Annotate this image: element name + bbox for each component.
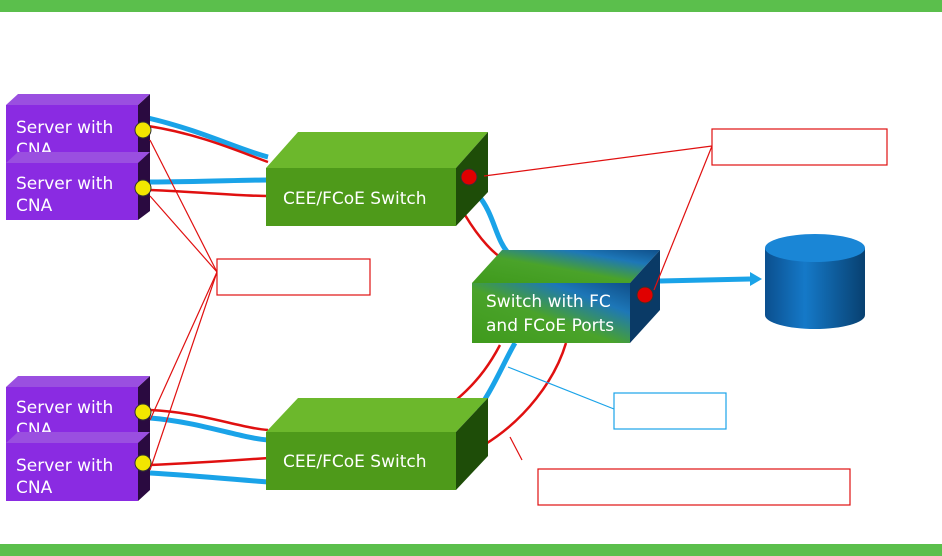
- switch-label: CEE/FCoE Switch: [283, 452, 426, 472]
- switch-label-line1: Switch with FC: [486, 292, 611, 312]
- cna-port: [134, 454, 152, 472]
- fc-port: [460, 168, 478, 186]
- server-4[interactable]: Server with CNA: [6, 432, 152, 501]
- server-label-line1: Server with: [16, 118, 113, 138]
- top-accent-bar: [0, 0, 942, 12]
- server-label-line2: CNA: [16, 478, 53, 498]
- server-label-line1: Server with: [16, 456, 113, 476]
- fc-link: [147, 124, 269, 164]
- server-label-line1: Server with: [16, 174, 113, 194]
- switch-label: CEE/FCoE Switch: [283, 189, 426, 209]
- fc-link: [149, 456, 269, 467]
- links-top: [147, 115, 269, 198]
- links-bottom: [149, 408, 269, 485]
- fc-fcoe-switch[interactable]: Switch with FC and FCoE Ports: [472, 250, 660, 343]
- cna-port: [134, 403, 152, 421]
- fcoe-link: [147, 115, 269, 160]
- fcoe-link: [149, 177, 269, 185]
- callout-box-fcoe: [613, 392, 727, 430]
- callout-box-cna: [216, 258, 371, 296]
- fc-link: [149, 408, 269, 432]
- server-label-line1: Server with: [16, 398, 113, 418]
- fc-link: [455, 344, 502, 401]
- callout-lines: [149, 139, 713, 471]
- cee-switch-top[interactable]: CEE/FCoE Switch: [266, 132, 488, 226]
- switch-label-line2: and FCoE Ports: [486, 316, 614, 336]
- fcoe-link: [149, 415, 269, 443]
- cee-switch-bottom[interactable]: CEE/FCoE Switch: [266, 398, 488, 490]
- callout-box-fc: [537, 468, 851, 506]
- bottom-accent-bar: [0, 544, 942, 556]
- cna-port: [134, 179, 152, 197]
- callout-box-fc-ports: [711, 128, 888, 166]
- server-label-line2: CNA: [16, 196, 53, 216]
- cna-port: [134, 121, 152, 139]
- fcoe-link: [149, 470, 269, 485]
- storage-array[interactable]: [765, 234, 865, 329]
- storage-link: [659, 272, 762, 286]
- server-2[interactable]: Server with CNA: [6, 152, 152, 220]
- fcoe-link: [476, 193, 512, 257]
- fc-port: [636, 286, 654, 304]
- fc-link: [149, 188, 269, 198]
- fc-link: [483, 342, 568, 447]
